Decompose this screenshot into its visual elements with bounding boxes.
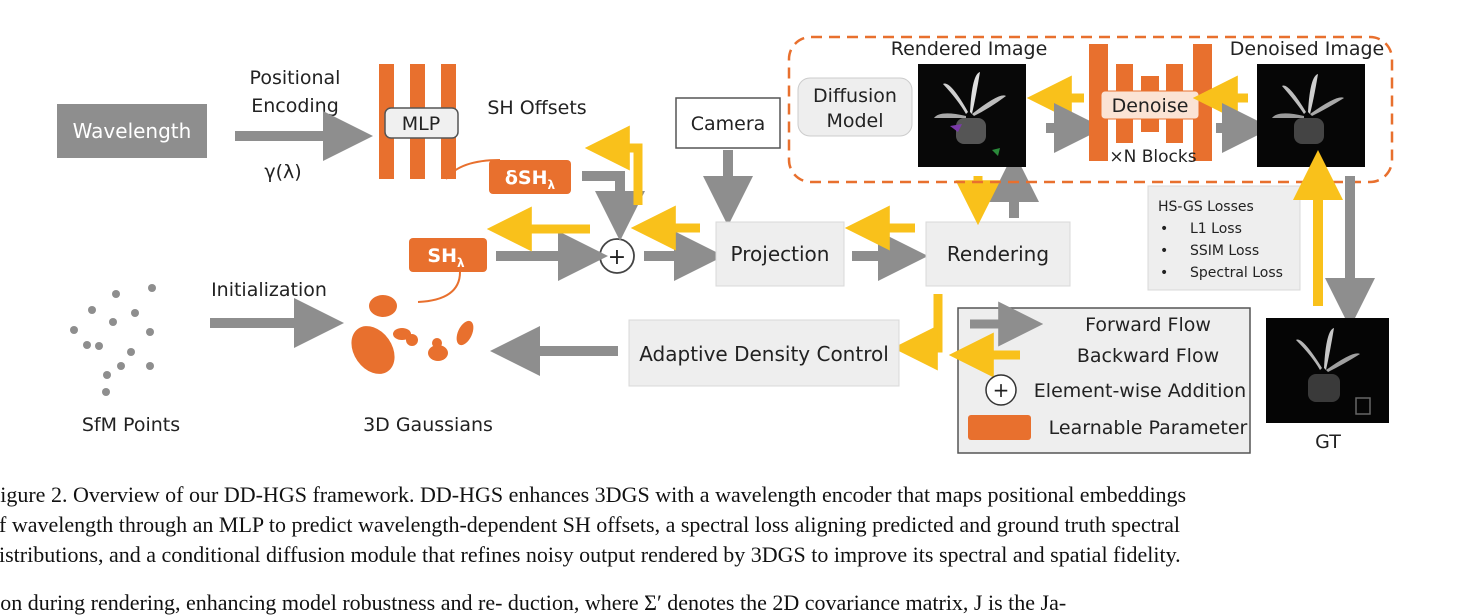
diffusion-region bbox=[787, 35, 1394, 184]
blocks-label: ×N Blocks bbox=[1109, 147, 1196, 167]
loss-bullet-1: • bbox=[1160, 221, 1168, 237]
loss-bullet-2: • bbox=[1160, 243, 1168, 259]
caption-line-1: Figure 2. Overview of our DD-HGS framewo… bbox=[0, 482, 1187, 507]
connector-sh-gaussians bbox=[417, 271, 461, 303]
rendering-box bbox=[925, 221, 1071, 287]
adaptive-density-label: Adaptive Density Control bbox=[639, 342, 889, 366]
gt-plant-illustration bbox=[1296, 328, 1371, 415]
gaussians-label: 3D Gaussians bbox=[363, 414, 493, 436]
mlp-box bbox=[384, 107, 459, 139]
positional-encoding-label-1: Positional bbox=[250, 67, 341, 89]
caption-line-4: tion during rendering, enhancing model r… bbox=[0, 590, 1067, 615]
legend-learnable-label: Learnable Parameter bbox=[1049, 417, 1248, 439]
sh-badge bbox=[409, 238, 487, 272]
gaussian-blobs bbox=[351, 295, 474, 374]
projection-label: Projection bbox=[731, 242, 830, 266]
rendered-image bbox=[918, 64, 1026, 167]
wavelength-box bbox=[57, 104, 207, 158]
arrow-backward-to-delta-sh bbox=[584, 125, 643, 205]
gamma-label: γ(λ) bbox=[264, 161, 301, 183]
loss-item-1: L1 Loss bbox=[1190, 221, 1242, 237]
legend-addition-label: Element-wise Addition bbox=[1034, 380, 1246, 402]
legend-addition-symbol: + bbox=[993, 378, 1010, 402]
sh-label: SHλ bbox=[427, 245, 465, 270]
legend-forward-label: Forward Flow bbox=[1085, 314, 1211, 336]
denoise-label: Denoise bbox=[1112, 95, 1189, 117]
legend-addition-icon bbox=[985, 374, 1017, 406]
mlp-label: MLP bbox=[402, 113, 440, 135]
losses-box bbox=[1147, 185, 1301, 291]
arrow-backward-to-adaptive bbox=[892, 294, 943, 371]
rendered-plant-illustration bbox=[934, 72, 1006, 156]
initialization-label: Initialization bbox=[211, 279, 327, 301]
caption-line-2: of wavelength through an MLP to predict … bbox=[0, 512, 1180, 537]
delta-sh-label: δSHλ bbox=[505, 167, 556, 192]
legend-learnable-swatch bbox=[968, 415, 1031, 440]
camera-box bbox=[675, 97, 781, 149]
rendering-label: Rendering bbox=[947, 242, 1049, 266]
projection-box bbox=[715, 221, 845, 287]
diffusion-model-label-1: Diffusion bbox=[813, 85, 897, 107]
gt-label: GT bbox=[1315, 431, 1341, 453]
positional-encoding-label-2: Encoding bbox=[251, 95, 339, 117]
loss-item-2: SSIM Loss bbox=[1190, 243, 1259, 259]
sfm-points bbox=[70, 284, 156, 396]
loss-item-3: Spectral Loss bbox=[1190, 265, 1283, 281]
sh-offsets-label: SH Offsets bbox=[487, 97, 586, 119]
loss-bullet-3: • bbox=[1160, 265, 1168, 281]
losses-title: HS-GS Losses bbox=[1158, 199, 1254, 215]
figure-caption: Figure 2. Overview of our DD-HGS framewo… bbox=[0, 460, 1469, 615]
addition-symbol: + bbox=[608, 245, 626, 270]
denoised-image-label: Denoised Image bbox=[1230, 38, 1384, 60]
wavelength-label: Wavelength bbox=[73, 119, 192, 143]
diffusion-model-label-2: Model bbox=[826, 110, 883, 132]
sfm-points-label: SfM Points bbox=[82, 414, 180, 436]
rendered-image-label: Rendered Image bbox=[891, 38, 1048, 60]
denoised-image bbox=[1257, 64, 1365, 167]
camera-label: Camera bbox=[691, 113, 766, 135]
framework-diagram: Wavelength Positional Encoding γ(λ) MLP … bbox=[57, 35, 1394, 454]
delta-sh-badge bbox=[489, 160, 571, 194]
legend-backward-label: Backward Flow bbox=[1077, 345, 1219, 367]
adaptive-density-box bbox=[628, 319, 900, 387]
denoised-plant-illustration bbox=[1272, 74, 1344, 144]
arrow-delta-sh-to-add bbox=[582, 171, 645, 241]
caption-line-3: distributions, and a conditional diffusi… bbox=[0, 542, 1181, 567]
diffusion-model-box bbox=[797, 77, 913, 137]
